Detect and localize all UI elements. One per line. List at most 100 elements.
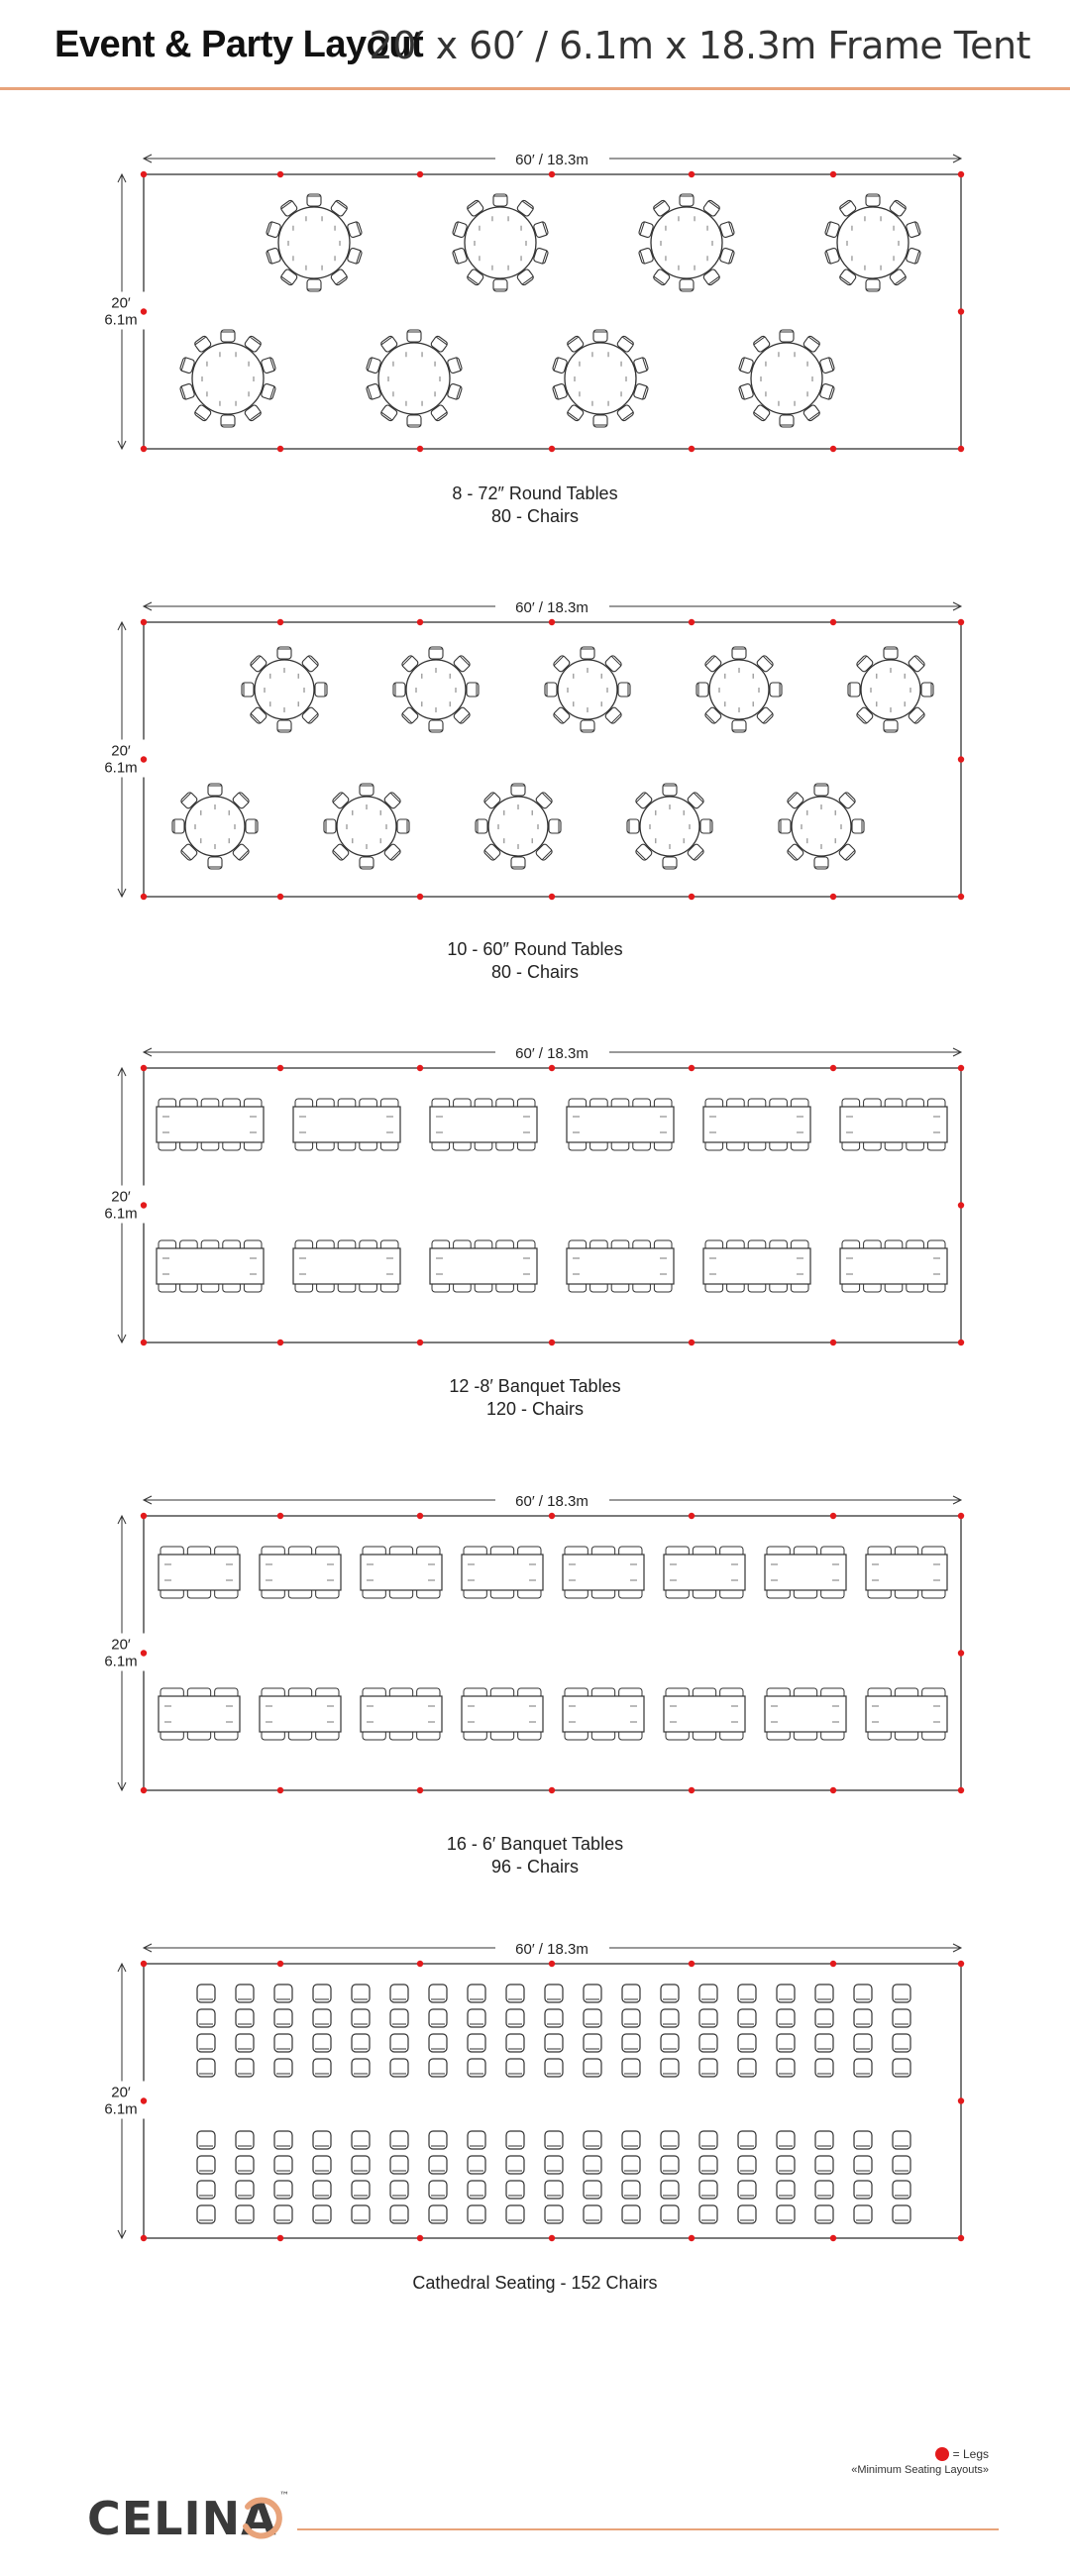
- chair: [389, 2155, 409, 2175]
- chair-seat: [179, 357, 195, 374]
- chair: [617, 682, 631, 698]
- chair: [261, 383, 276, 400]
- caption-tables: 10 - 60″ Round Tables: [447, 939, 623, 959]
- tent-leg: [416, 893, 424, 901]
- chair: [359, 783, 374, 797]
- chair-seat: [544, 2033, 564, 2053]
- label-backdrop: [495, 596, 609, 616]
- chair-seat: [347, 221, 363, 238]
- chair-seat: [892, 2204, 911, 2224]
- chair-seat: [814, 2180, 834, 2200]
- chair-back: [435, 411, 448, 421]
- chair-seat: [604, 655, 622, 673]
- chair-seat: [194, 404, 212, 422]
- chair: [635, 792, 653, 809]
- chair: [428, 2130, 448, 2150]
- tent-leg: [548, 893, 556, 901]
- chair-seat: [492, 278, 508, 292]
- chair-back: [367, 385, 373, 400]
- chair: [776, 2155, 796, 2175]
- chair: [510, 856, 526, 870]
- chair: [492, 278, 508, 292]
- chair-seat: [776, 2033, 796, 2053]
- tent-leg: [957, 1786, 965, 1794]
- chair-seat: [616, 404, 634, 422]
- chair-back: [653, 200, 666, 210]
- chair: [814, 2008, 834, 2028]
- chair-seat: [244, 335, 262, 353]
- chair: [505, 1984, 525, 2003]
- table-top: [184, 796, 246, 857]
- round-table: [366, 329, 463, 428]
- table-top: [750, 342, 823, 415]
- chair-seat: [583, 2130, 602, 2150]
- width-label-m: 6.1m: [104, 1654, 137, 1670]
- chair: [261, 357, 276, 374]
- round-table: [638, 193, 735, 292]
- chair-seat: [698, 2058, 718, 2078]
- chair: [447, 357, 463, 374]
- chair-seat: [604, 706, 622, 724]
- chair-back: [401, 712, 413, 724]
- chair-seat: [467, 2058, 486, 2078]
- chair-back: [844, 792, 856, 804]
- chair-back: [635, 849, 647, 861]
- chair: [737, 2033, 757, 2053]
- width-label-m: 6.1m: [104, 312, 137, 329]
- banquet-table: [360, 1546, 443, 1599]
- chair-seat: [544, 682, 558, 698]
- width-label-ft: 20′: [111, 743, 131, 760]
- chair: [467, 2155, 486, 2175]
- chair-seat: [383, 792, 401, 809]
- tent-outline: [143, 1067, 962, 1343]
- chair-seat: [856, 706, 874, 724]
- chair-seat: [389, 2008, 409, 2028]
- chair-seat: [699, 818, 713, 834]
- chair: [351, 2130, 371, 2150]
- chair: [483, 792, 501, 809]
- chair-seat: [467, 2155, 486, 2175]
- chair-seat: [276, 719, 292, 733]
- chair-seat: [220, 414, 236, 428]
- chair-back: [653, 275, 666, 285]
- chair-seat: [653, 199, 671, 217]
- chair: [273, 1984, 293, 2003]
- chair: [359, 856, 374, 870]
- chair: [312, 2008, 332, 2028]
- chair: [604, 706, 622, 724]
- chair-back: [894, 275, 907, 285]
- chair: [467, 2033, 486, 2053]
- chair-seat: [814, 2058, 834, 2078]
- tent-leg: [140, 1786, 148, 1794]
- tent-leg: [957, 1339, 965, 1346]
- banquet-table: [663, 1687, 746, 1741]
- label-backdrop: [99, 291, 145, 330]
- chair-back: [453, 221, 459, 236]
- chair: [505, 2058, 525, 2078]
- chair-seat: [505, 2130, 525, 2150]
- chair-seat: [428, 2130, 448, 2150]
- chair: [544, 1984, 564, 2003]
- tent-leg: [276, 1064, 284, 1072]
- chair-back: [914, 221, 920, 236]
- caption-tables: 16 - 6′ Banquet Tables: [446, 1834, 624, 1854]
- chair: [698, 2155, 718, 2175]
- chair: [351, 2204, 371, 2224]
- chair-seat: [580, 719, 595, 733]
- round-table: [323, 783, 410, 870]
- label-backdrop: [99, 1633, 145, 1671]
- chair: [544, 2180, 564, 2200]
- chair: [301, 706, 319, 724]
- chair-back: [639, 221, 645, 236]
- chair-seat: [814, 2130, 834, 2150]
- chair: [719, 248, 735, 265]
- round-table: [696, 646, 783, 733]
- round-table: [738, 329, 835, 428]
- chair: [430, 404, 448, 422]
- chair-seat: [853, 2008, 873, 2028]
- chair-seat: [196, 2180, 216, 2200]
- chair-seat: [583, 2204, 602, 2224]
- round-table: [552, 329, 649, 428]
- chair: [533, 221, 549, 238]
- chair: [702, 268, 720, 286]
